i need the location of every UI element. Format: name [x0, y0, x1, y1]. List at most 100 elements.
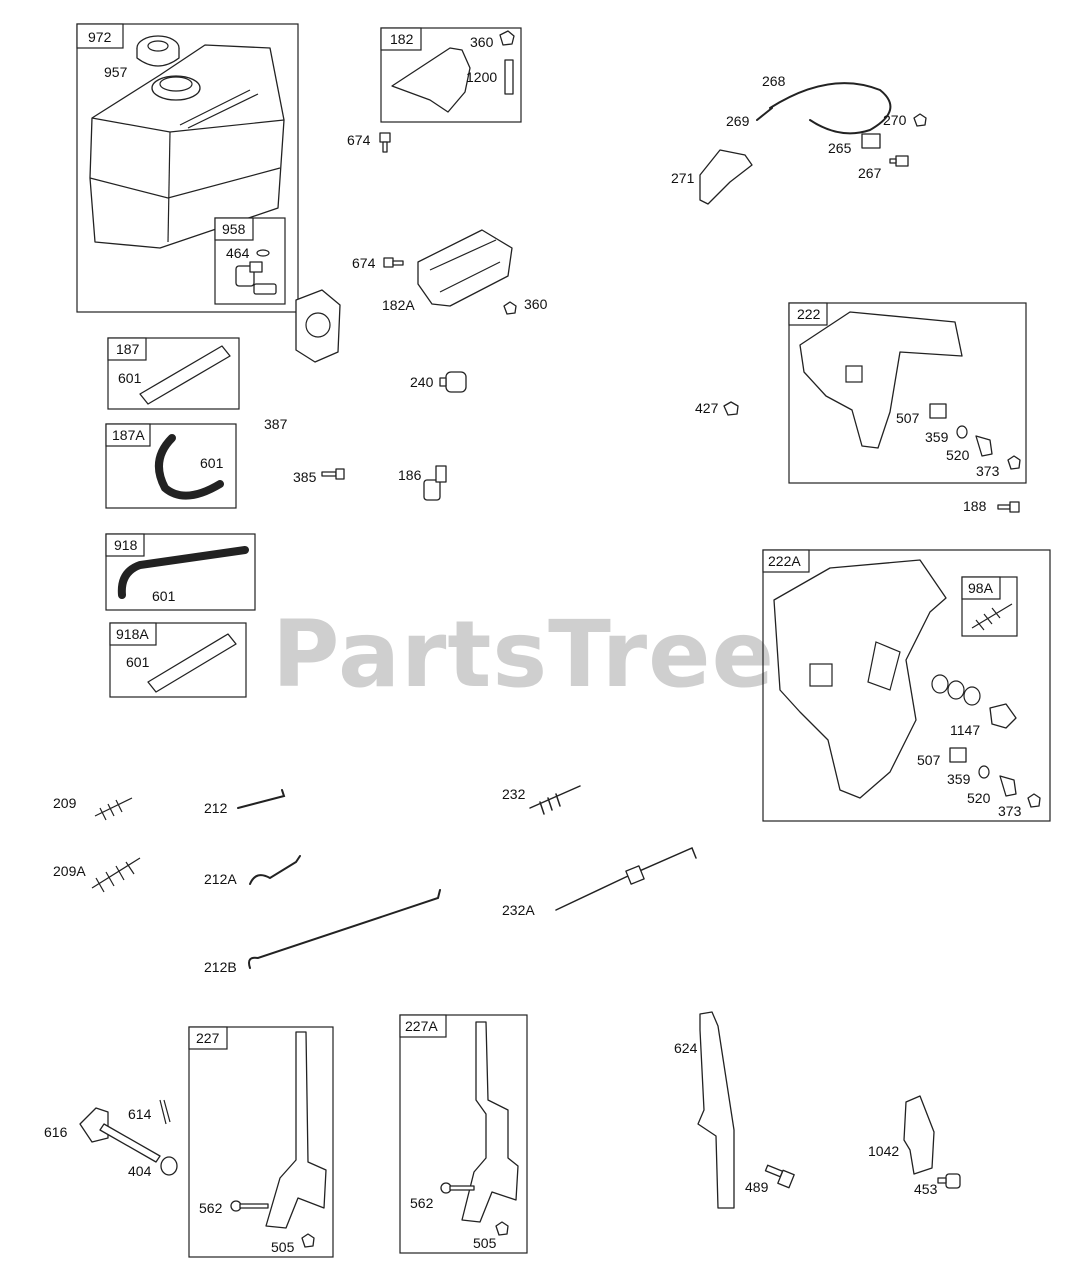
spring-98A-part: [971, 603, 1013, 631]
label-674b: 674: [352, 255, 376, 271]
label-674a: 674: [347, 132, 371, 148]
label-187: 187: [116, 341, 140, 357]
label-507a: 507: [896, 410, 920, 426]
label-601a: 601: [118, 370, 142, 386]
label-385: 385: [293, 469, 317, 485]
label-240: 240: [410, 374, 434, 390]
group-187A: 187A 601: [105, 423, 237, 509]
group-972-tag: [76, 23, 124, 49]
label-232A: 232A: [502, 902, 535, 918]
link-212A-part: [249, 855, 301, 885]
washer-359b-part: [978, 765, 990, 779]
label-188: 188: [963, 498, 987, 514]
label-918: 918: [114, 537, 138, 553]
bracket-387-part: [295, 289, 341, 363]
link-212-part: [237, 789, 286, 809]
group-227: 227 562 505: [188, 1026, 334, 1258]
label-222: 222: [797, 306, 821, 322]
label-601b: 601: [200, 455, 224, 471]
group-227A: 227A 562 505: [399, 1014, 528, 1254]
nut-360-part: [499, 30, 515, 46]
fuel-valve-958-part: [235, 261, 277, 295]
washer-359a-part: [956, 425, 968, 439]
label-359b: 359: [947, 771, 971, 787]
nut-270-part: [913, 113, 927, 127]
nut-505a-part: [301, 1233, 315, 1248]
fuel-tank-part: [89, 44, 285, 249]
label-360a: 360: [470, 34, 494, 50]
label-562b: 562: [410, 1195, 434, 1211]
screw-562a-part: [230, 1200, 269, 1212]
group-187-tag: [107, 337, 147, 361]
label-182A: 182A: [382, 297, 415, 313]
group-227-box: [188, 1026, 334, 1258]
spring-209-part: [94, 797, 133, 821]
washer-404-part: [160, 1156, 178, 1176]
screw-188-part: [997, 501, 1020, 513]
hose-187-part: [139, 345, 231, 405]
label-359a: 359: [925, 429, 949, 445]
bracket-1042-part: [903, 1095, 935, 1175]
group-918-box: [105, 533, 256, 611]
group-187-box: [107, 337, 240, 410]
washer-464-part: [256, 249, 270, 257]
screw-507a-part: [929, 403, 947, 419]
label-505b: 505: [473, 1235, 497, 1251]
label-227A: 227A: [405, 1018, 438, 1034]
label-232: 232: [502, 786, 526, 802]
label-404: 404: [128, 1163, 152, 1179]
group-918A-tag: [109, 622, 157, 646]
label-601c: 601: [152, 588, 176, 604]
screw-385-part: [321, 468, 345, 480]
hose-187A-part: [154, 434, 224, 500]
shaft-616-part: [79, 1107, 161, 1163]
group-918: 918 601: [105, 533, 256, 611]
screw-507b-part: [949, 747, 967, 763]
label-505a: 505: [271, 1239, 295, 1255]
group-187A-box: [105, 423, 237, 509]
filter-240-part: [439, 371, 467, 393]
pin-614-part: [159, 1099, 171, 1125]
group-222A-tag: [762, 549, 810, 573]
lever-624-part: [697, 1011, 735, 1209]
label-212A: 212A: [204, 871, 237, 887]
nut-427-part: [723, 401, 739, 416]
group-182-bracket: 182 360 1200: [380, 27, 522, 123]
label-957: 957: [104, 64, 128, 80]
group-182-box: [380, 27, 522, 123]
label-1042: 1042: [868, 1143, 899, 1159]
nut-373a-part: [1007, 455, 1021, 470]
label-187A: 187A: [112, 427, 145, 443]
label-520b: 520: [967, 790, 991, 806]
screw-267-part: [889, 155, 909, 167]
label-182: 182: [390, 31, 414, 47]
spring-232-part: [529, 785, 581, 815]
group-972-box: [76, 23, 299, 313]
label-269: 269: [726, 113, 750, 129]
label-601d: 601: [126, 654, 150, 670]
label-209A: 209A: [53, 863, 86, 879]
label-212B: 212B: [204, 959, 237, 975]
label-464: 464: [226, 245, 250, 261]
group-227A-tag: [399, 1014, 447, 1038]
screw-562b-part: [440, 1182, 475, 1194]
label-267: 267: [858, 165, 882, 181]
label-212: 212: [204, 800, 228, 816]
label-1147: 1147: [950, 722, 980, 738]
group-187A-tag: [105, 423, 151, 447]
label-427: 427: [695, 400, 719, 416]
group-222A: 222A 98A 1147 507 359 520 373: [762, 549, 1051, 822]
group-187: 187 601: [107, 337, 240, 410]
bracket-222-part: [799, 311, 963, 449]
nut-360b-part: [503, 301, 517, 315]
nut-373b-part: [1027, 793, 1041, 808]
label-387: 387: [264, 416, 288, 432]
label-186: 186: [398, 467, 422, 483]
group-222A-box: [762, 549, 1051, 822]
watermark-text: PartsTree: [272, 601, 775, 708]
group-222-tag: [788, 302, 828, 326]
link-212B-part: [248, 889, 441, 969]
group-227-tag: [188, 1026, 228, 1050]
label-520a: 520: [946, 447, 970, 463]
stud-1200-part: [504, 59, 514, 95]
